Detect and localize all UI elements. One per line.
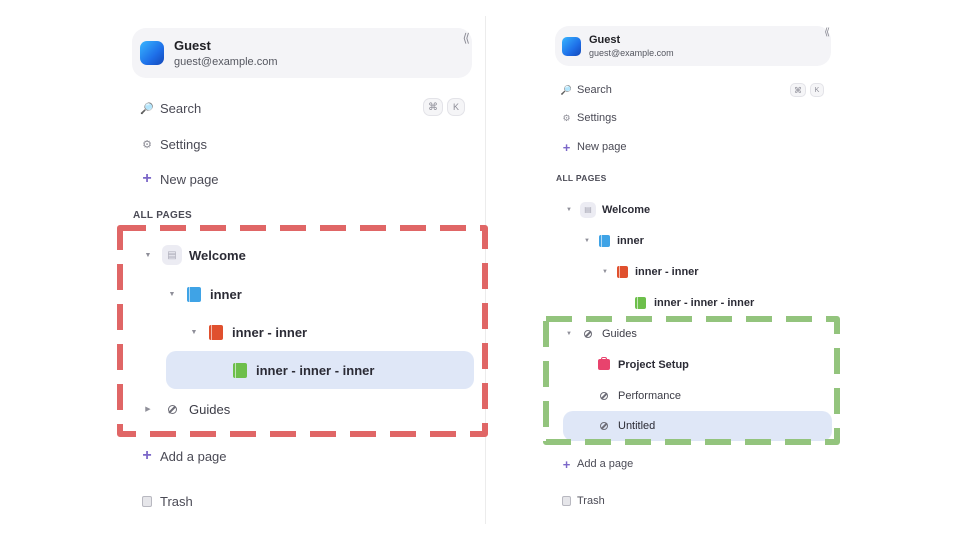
tree-item-performance[interactable]: Performance: [598, 387, 832, 404]
user-email: guest@example.com: [589, 48, 674, 58]
shortcut-cmd-key: ⌘: [423, 98, 443, 116]
tree-item-label: inner - inner: [635, 265, 699, 278]
add-page-label: Add a page: [160, 448, 227, 464]
tree-item-label: Guides: [189, 401, 231, 417]
workspace-logo-icon: [562, 36, 581, 56]
user-email: guest@example.com: [174, 56, 278, 68]
tree-item-welcome[interactable]: ▼ ▤ Welcome: [138, 244, 474, 266]
document-icon: ▤: [162, 245, 182, 265]
panel-divider: [485, 16, 486, 524]
tree-item-label: inner: [617, 234, 644, 247]
search-icon: 🔎: [140, 102, 154, 115]
search-item[interactable]: 🔎 Search: [561, 83, 612, 97]
caret-down-icon[interactable]: ▼: [602, 268, 608, 275]
search-label: Search: [160, 100, 202, 116]
trash-icon: [142, 495, 152, 507]
trash-label: Trash: [160, 493, 193, 509]
workspace-logo-icon: [140, 41, 164, 65]
blue-book-icon: [599, 234, 610, 247]
gear-icon: ⚙: [562, 112, 571, 123]
caret-down-icon[interactable]: ▼: [190, 328, 198, 336]
add-page-item[interactable]: + Add a page: [561, 456, 634, 472]
tree-item-label: Welcome: [189, 247, 246, 263]
gear-icon: ⚙: [142, 138, 152, 151]
plus-icon: +: [142, 170, 152, 187]
tree-item-inner-inner-inner[interactable]: inner - inner - inner: [635, 294, 832, 311]
tree-item-label: Untitled: [618, 420, 656, 432]
shortcut-cmd-key: ⌘: [790, 83, 806, 97]
user-card[interactable]: Guest guest@example.com ⟨⟨: [132, 28, 472, 78]
document-icon: ▤: [580, 201, 596, 218]
add-page-item[interactable]: + Add a page: [140, 447, 227, 465]
shortcut-k-key: K: [447, 98, 465, 116]
tree-item-inner[interactable]: ▼ inner: [580, 232, 832, 249]
search-item[interactable]: 🔎 Search: [140, 99, 201, 117]
tree-item-welcome[interactable]: ▼ ▤ Welcome: [562, 201, 832, 218]
caret-down-icon[interactable]: ▼: [566, 330, 572, 337]
tree-item-inner-inner-inner[interactable]: inner - inner - inner: [166, 351, 474, 389]
trash-label: Trash: [577, 495, 605, 507]
section-title: ALL PAGES: [556, 173, 607, 183]
tree-item-guides[interactable]: ▼ Guides: [562, 325, 832, 342]
red-book-icon: [209, 324, 223, 340]
tree-item-untitled[interactable]: Untitled: [563, 411, 832, 441]
user-name: Guest: [174, 38, 211, 53]
tree-item-project-setup[interactable]: Project Setup: [598, 356, 832, 373]
tree-item-label: inner: [210, 286, 242, 302]
sidebar-right: Guest guest@example.com ⟨⟨ 🔎 Search ⌘ K …: [548, 0, 844, 540]
add-page-label: Add a page: [577, 458, 634, 470]
no-icon: [600, 391, 608, 400]
tree-item-label: inner - inner: [232, 324, 308, 340]
tree-item-label: Welcome: [602, 203, 651, 216]
user-name: Guest: [589, 34, 621, 46]
plus-icon: +: [562, 139, 571, 155]
new-page-label: New page: [577, 141, 627, 153]
tree-item-inner-inner[interactable]: ▼ inner - inner: [184, 321, 474, 343]
new-page-label: New page: [160, 171, 219, 187]
new-page-item[interactable]: + New page: [140, 170, 219, 188]
settings-label: Settings: [160, 136, 207, 152]
trash-icon: [562, 496, 571, 506]
trash-item[interactable]: Trash: [140, 492, 193, 510]
new-page-item[interactable]: + New page: [561, 139, 627, 155]
green-book-icon: [635, 296, 646, 309]
section-title: ALL PAGES: [133, 210, 193, 221]
settings-label: Settings: [577, 112, 617, 124]
tree-item-label: inner - inner - inner: [654, 296, 755, 309]
caret-down-icon[interactable]: ▼: [168, 290, 176, 298]
tree-item-label: Project Setup: [618, 358, 689, 371]
tree-item-label: Performance: [618, 389, 681, 402]
shortcut-k-key: K: [810, 83, 824, 97]
tree-item-label: Guides: [602, 327, 637, 340]
user-card[interactable]: Guest guest@example.com ⟨⟨: [555, 26, 831, 66]
tree-item-inner[interactable]: ▼ inner: [162, 283, 474, 305]
red-book-icon: [617, 265, 628, 278]
search-icon: 🔎: [560, 84, 573, 95]
no-icon: [167, 404, 177, 414]
trash-item[interactable]: Trash: [561, 494, 605, 508]
collapse-sidebar-icon[interactable]: ⟨⟨: [824, 27, 830, 38]
tree-item-label: inner - inner - inner: [256, 362, 375, 378]
plus-icon: +: [142, 447, 152, 464]
collapse-sidebar-icon[interactable]: ⟨⟨: [462, 31, 471, 45]
blue-book-icon: [187, 286, 201, 302]
caret-down-icon[interactable]: ▼: [144, 251, 152, 259]
no-icon: [584, 329, 592, 338]
caret-down-icon[interactable]: ▼: [566, 206, 572, 213]
sidebar-left: Guest guest@example.com ⟨⟨ 🔎 Search ⌘ K …: [118, 0, 484, 540]
settings-item[interactable]: ⚙ Settings: [561, 111, 617, 125]
toolbox-icon: [598, 357, 610, 370]
search-label: Search: [577, 84, 612, 96]
caret-down-icon[interactable]: ▼: [584, 237, 590, 244]
no-icon: [600, 422, 608, 430]
settings-item[interactable]: ⚙ Settings: [140, 135, 207, 153]
plus-icon: +: [562, 456, 571, 472]
tree-item-guides[interactable]: ▶ Guides: [138, 398, 474, 420]
caret-right-icon[interactable]: ▶: [145, 406, 151, 413]
tree-item-inner-inner[interactable]: ▼ inner - inner: [598, 263, 832, 280]
green-book-icon: [233, 362, 247, 378]
